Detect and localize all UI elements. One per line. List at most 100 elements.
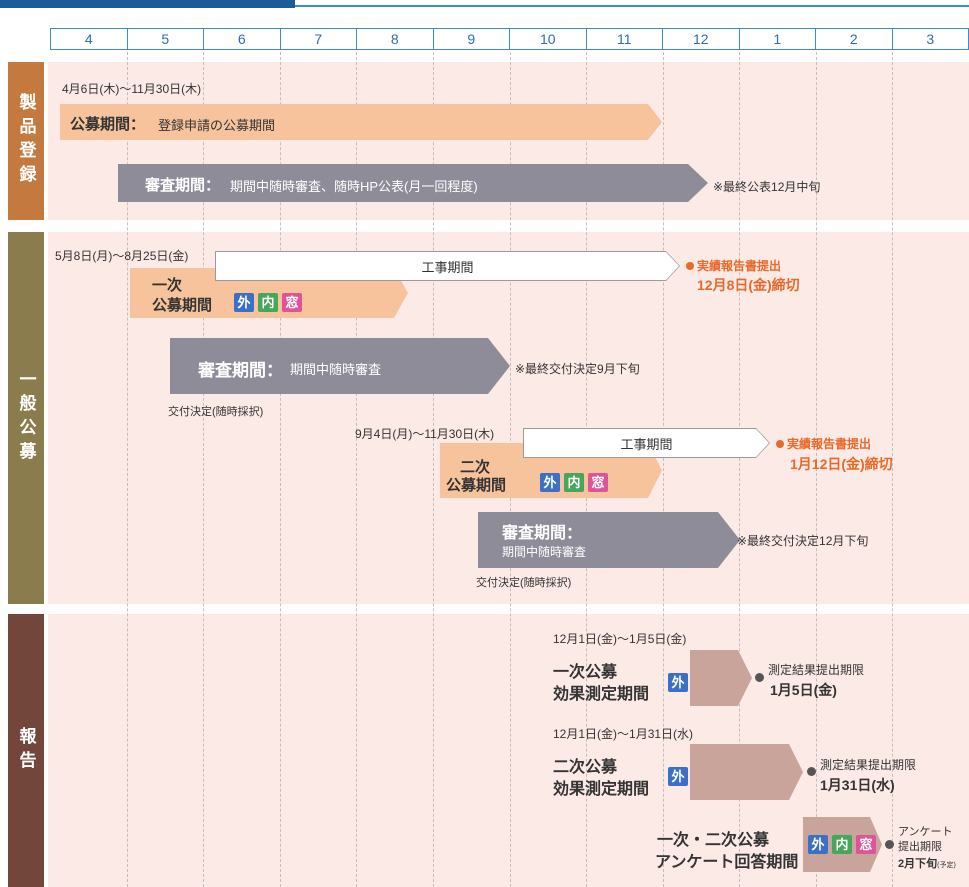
badge-interior: 内 [258,293,278,312]
product-review-bar: 審査期間： 期間中随時審査、随時HP公表(月一回程度) [118,164,708,202]
review-title: 審査期間： [145,177,221,194]
product-period: 4月6日(木)～11月30日(木) [62,82,202,96]
second-decision: 交付決定(随時採択) [476,577,572,589]
first-recruit-title: 公募期間 [152,297,213,314]
report-survey-bar: 外 内 窓 [803,817,882,872]
report-second-deadline-label: 測定結果提出期限 [820,758,917,772]
report-first-deadline: 1月5日(金) [770,682,837,698]
second-recruit-title: 公募期間 [446,477,507,494]
month-cell: 11 [585,29,663,49]
first-decision: 交付決定(随時採択) [168,406,264,418]
badge-exterior: 外 [234,293,254,312]
first-period: 5月8日(月)～8月25日(金) [55,249,189,263]
month-cell: 8 [356,29,433,49]
badge-window: 窓 [856,835,876,854]
section-label-text: 一般公募 [16,370,36,466]
report-first-period: 12月1日(金)～1月5日(金) [553,632,687,646]
badge-interior: 内 [564,473,584,492]
grid-line [816,52,817,887]
report-survey-deadline-1: アンケート [898,826,953,838]
month-cell: 9 [432,29,510,49]
report-survey-title-1: 一次・二次公募 [657,832,770,849]
report-second-deadline: 1月31日(水) [820,777,895,793]
section-label-general-recruitment: 一般公募 [8,232,44,604]
title-bar [0,0,295,8]
month-cell: 6 [203,29,280,49]
badge-interior: 内 [832,835,852,854]
second-review-bar: 審査期間： 期間中随時審査 [478,512,740,568]
report-first-bar [690,650,752,706]
first-review-desc: 期間中随時審査 [290,362,382,377]
second-report-label: 実績報告書提出 [787,437,872,451]
report-second-dot [807,767,816,776]
first-badges: 外 内 窓 [234,293,302,312]
report-first-title-2: 効果測定期間 [553,686,650,703]
report-survey-title-2: アンケート回答期間 [655,854,799,871]
month-cell: 10 [509,29,586,49]
badge-exterior: 外 [668,673,688,692]
first-round-label: 一次 [152,277,183,294]
month-cell: 4 [50,29,127,49]
first-construction-bar: 工事期間 [215,251,680,281]
second-review-note: ※最終交付決定12月下旬 [737,534,869,548]
grid-line [663,52,664,887]
report-second-title-2: 効果測定期間 [553,781,650,798]
report-first-title-1: 一次公募 [553,664,618,681]
second-report-dot [776,440,784,448]
section-label-text: 製品登録 [16,93,36,189]
first-report-dot [686,262,694,270]
badge-exterior: 外 [668,767,688,786]
badge-window: 窓 [282,293,302,312]
report-second-period: 12月1日(金)～1月31日(水) [553,727,694,741]
month-cell: 7 [279,29,357,49]
second-construction-bar: 工事期間 [523,428,770,458]
badge-exterior: 外 [540,473,560,492]
report-second-bar [690,744,803,800]
report-survey-deadline-2: 提出期限 [898,841,942,853]
second-badges: 外 内 窓 [540,473,608,492]
second-construction-label: 工事期間 [620,436,673,452]
first-review-title: 審査期間： [198,361,283,380]
report-first-deadline-label: 測定結果提出期限 [768,663,865,677]
second-review-desc: 期間中随時審査 [502,545,587,559]
grid-line [892,52,893,887]
first-review-bar: 審査期間： 期間中随時審査 [170,338,510,394]
month-cell: 2 [815,29,892,49]
second-period: 9月4日(月)～11月30日(木) [355,427,495,441]
second-round-label: 二次 [460,459,491,476]
report-first-dot [755,673,764,682]
second-review-title: 審査期間： [502,525,583,542]
badge-exterior: 外 [808,835,828,854]
month-cell: 3 [891,29,969,49]
month-cell: 1 [738,29,816,49]
header-rule [0,5,969,7]
month-cell: 12 [662,29,739,49]
recruit-desc: 登録申請の公募期間 [158,118,276,133]
section-label-report: 報告 [8,614,44,887]
recruit-title: 公募期間： [70,116,146,133]
report-survey-deadline: 2月下旬 [898,858,938,870]
report-second-title-1: 二次公募 [553,759,618,776]
grid-line [280,52,281,887]
first-report-deadline: 12月8日(金)締切 [697,277,800,293]
second-report-deadline: 1月12日(金)締切 [790,456,893,472]
section-label-text: 報告 [16,726,36,775]
month-header: 4 5 6 7 8 9 10 11 12 1 2 3 [50,28,969,50]
product-review-note: ※最終公表12月中旬 [713,180,821,194]
report-survey-deadline-row: 2月下旬(予定) [898,854,956,872]
first-construction-label: 工事期間 [421,259,474,275]
section-label-product-registration: 製品登録 [8,62,44,220]
month-cell: 5 [126,29,204,49]
product-recruit-bar: 公募期間： 登録申請の公募期間 [60,104,662,140]
report-survey-deadline-note: (予定) [937,862,956,869]
grid-line [127,52,128,887]
grid-line [203,52,204,887]
grid-line [356,52,357,887]
first-recruit-bar: 一次 公募期間 外 内 窓 [130,268,408,318]
first-review-note: ※最終交付決定9月下旬 [515,362,640,376]
report-survey-dot [885,840,894,849]
grid-line [739,52,740,887]
badge-window: 窓 [588,473,608,492]
first-report-label: 実績報告書提出 [697,259,782,273]
grid-line [433,52,434,887]
